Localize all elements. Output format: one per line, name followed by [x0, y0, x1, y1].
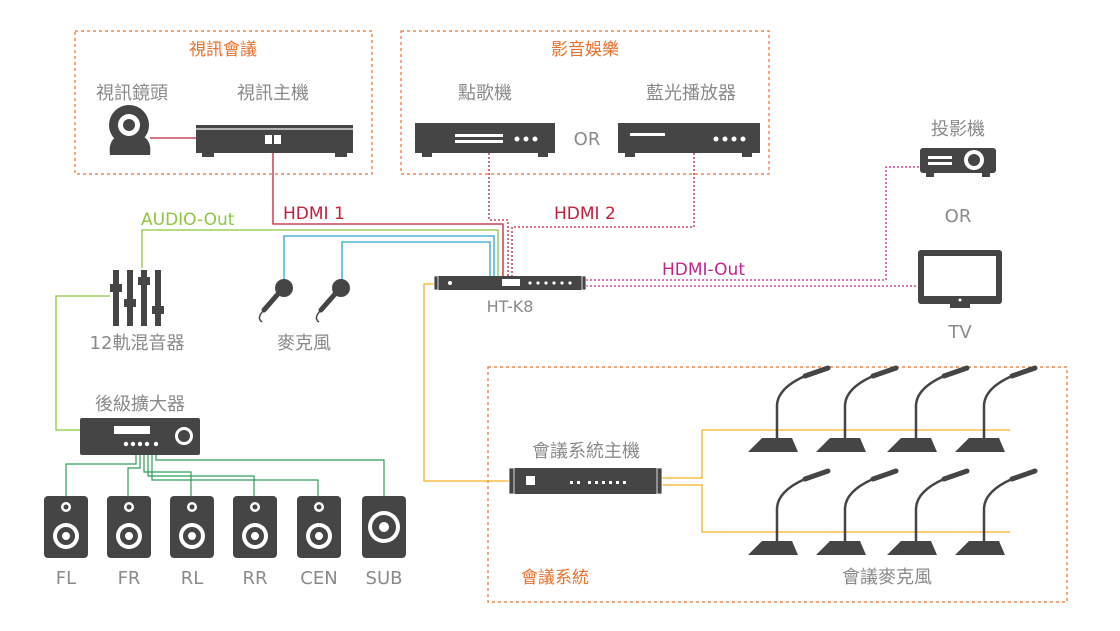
- video-conference-title: 視訊會議: [189, 40, 257, 60]
- conference-mic-icon-2: [816, 365, 899, 452]
- processor-label: HT-K8: [487, 297, 534, 316]
- video-conference-frame: [74, 30, 373, 175]
- hdmi-out-label: HDMI-Out: [662, 260, 745, 280]
- mixer-label: 12軌混音器: [90, 333, 185, 354]
- video-host-label: 視訊主機: [237, 83, 309, 104]
- conference-host-icon: [508, 467, 663, 495]
- microphone-icon-2: [315, 279, 350, 323]
- mixer-icon: [110, 270, 164, 326]
- conference-mic-icon-8: [955, 468, 1038, 555]
- video-host-icon: [196, 125, 353, 157]
- conference-host-label: 會議系統主機: [532, 441, 640, 462]
- speaker-label-fl: FL: [56, 568, 76, 589]
- audio-out-line: [141, 229, 499, 277]
- tv-label: TV: [947, 322, 972, 343]
- speaker-icon-fr: [107, 496, 151, 558]
- processor-icon: [433, 275, 587, 291]
- mic1-line: [283, 235, 495, 280]
- entertainment-title: 影音娛樂: [551, 40, 619, 60]
- speaker-icon-sub: [362, 496, 406, 558]
- hdmi2-label: HDMI 2: [554, 204, 616, 224]
- bluray-label: 藍光播放器: [646, 83, 736, 104]
- entertainment-frame: [400, 30, 770, 175]
- speaker-icon-cen: [297, 496, 341, 558]
- conference-mic-icon-6: [816, 468, 899, 555]
- speaker-label-rl: RL: [181, 568, 204, 589]
- conf-branch-bottom: [662, 484, 760, 533]
- conference-system-frame: [487, 366, 1068, 603]
- camera-icon: [109, 105, 151, 155]
- hdmi1-label: HDMI 1: [283, 204, 345, 224]
- speaker-label-sub: SUB: [366, 568, 403, 589]
- or-label-entertainment: OR: [574, 129, 601, 150]
- karaoke-player-icon: [415, 123, 555, 157]
- hdmi2-line-a: [488, 153, 509, 277]
- hdmi1-line: [272, 153, 504, 277]
- amplifier-icon: [80, 418, 200, 455]
- projector-icon: [920, 148, 996, 177]
- amplifier-label: 後級擴大器: [95, 394, 185, 415]
- bluray-player-icon: [618, 123, 760, 157]
- conference-mic-icon-1: [748, 365, 831, 452]
- conf-branch-top: [662, 429, 760, 479]
- speaker-label-cen: CEN: [300, 568, 337, 589]
- speaker-icon-rl: [170, 496, 214, 558]
- speaker-wires: [65, 455, 385, 497]
- mic2-line: [341, 241, 491, 280]
- conf-link: [423, 283, 509, 482]
- conference-system-title: 會議系統: [521, 568, 589, 588]
- conference-mics-label: 會議麥克風: [842, 567, 932, 588]
- speaker-icon-rr: [233, 496, 277, 558]
- tv-icon: [918, 250, 1002, 308]
- microphone-label: 麥克風: [277, 333, 331, 354]
- conference-mic-icon-7: [887, 468, 970, 555]
- projector-label: 投影機: [931, 119, 985, 140]
- speaker-label-fr: FR: [118, 568, 141, 589]
- conference-mic-icon-5: [748, 468, 831, 555]
- hdmi2-line-b: [511, 153, 695, 277]
- karaoke-label: 點歌機: [458, 83, 512, 104]
- or-label-display: OR: [945, 206, 972, 227]
- hdmi-out-projector: [586, 166, 920, 281]
- speaker-icon-fl: [44, 496, 88, 558]
- microphone-icon-1: [258, 279, 293, 323]
- camera-label: 視訊鏡頭: [96, 83, 168, 104]
- mixer-to-amp: [55, 295, 110, 431]
- speaker-labels: FL FR RL RR CEN SUB: [56, 568, 403, 589]
- speaker-label-rr: RR: [242, 568, 267, 589]
- conference-mic-icon-3: [887, 365, 970, 452]
- conference-mic-icon-4: [955, 365, 1038, 452]
- audio-out-label: AUDIO-Out: [141, 210, 235, 230]
